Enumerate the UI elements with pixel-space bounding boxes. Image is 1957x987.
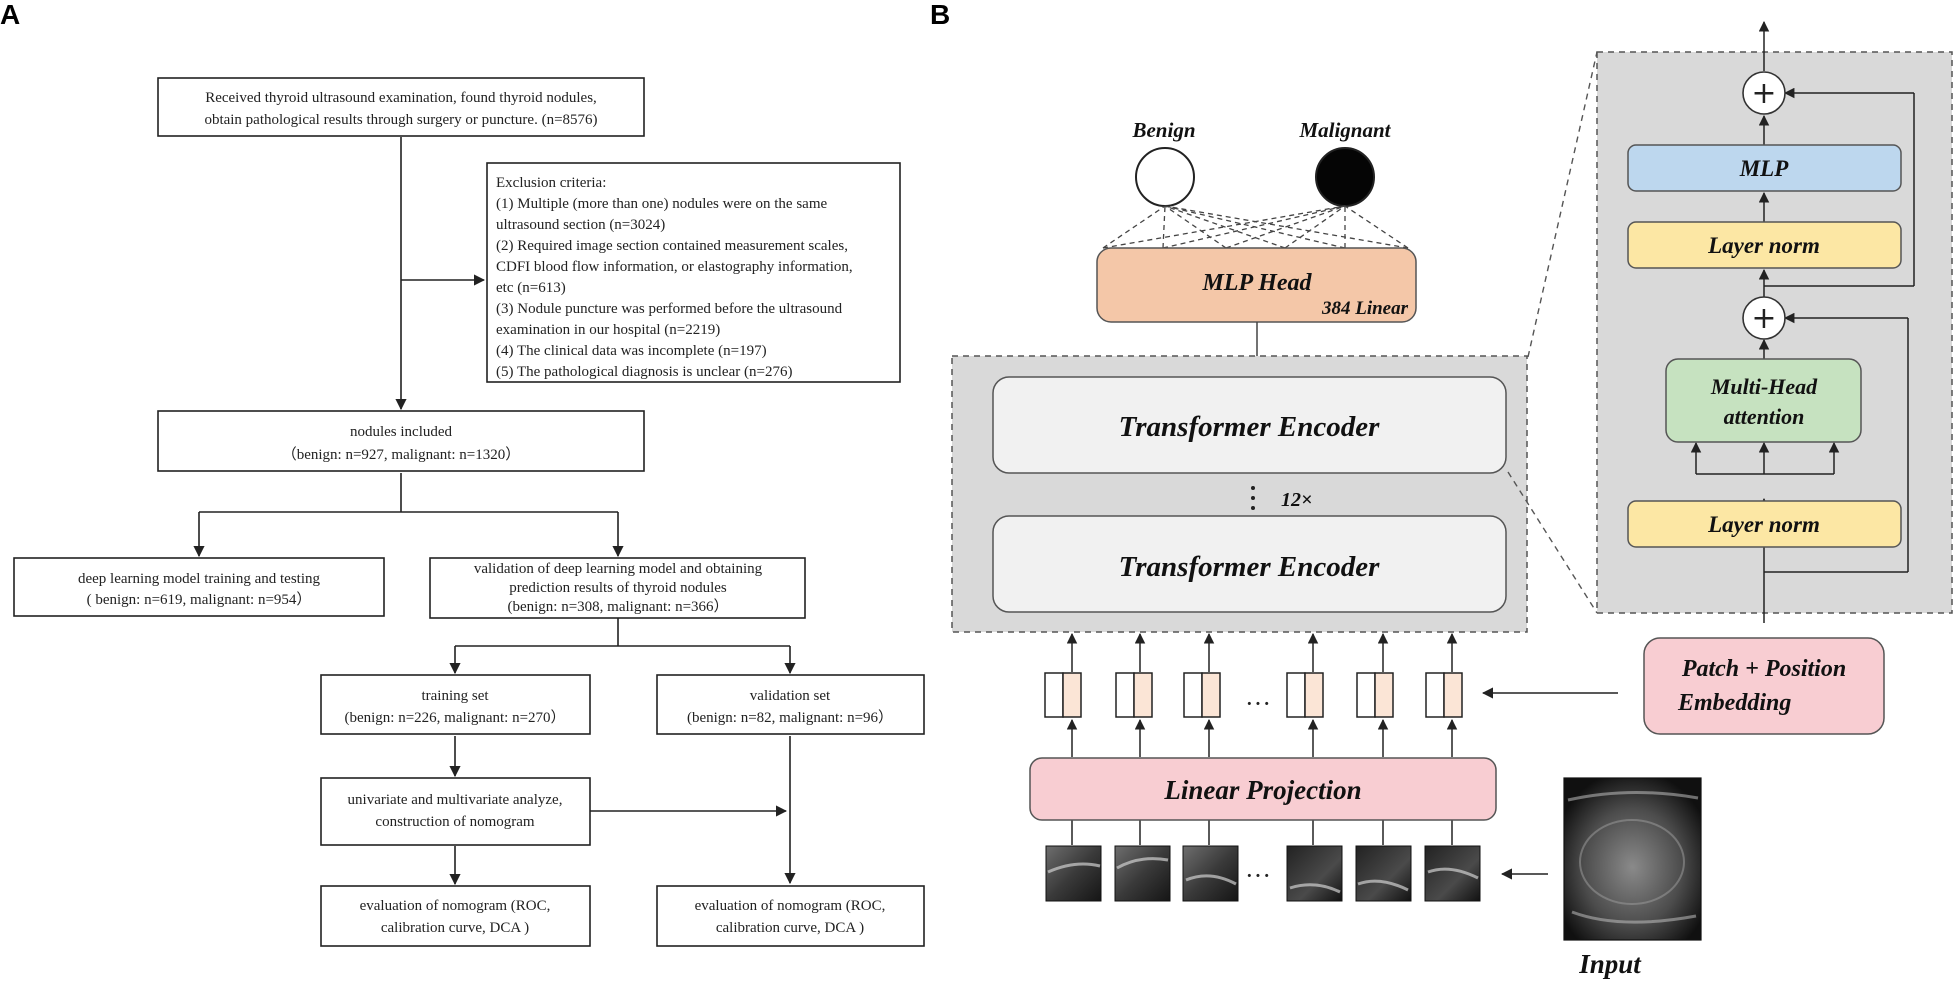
eval-right-line-1: evaluation of nomogram (ROC, (695, 898, 886, 914)
exclusion-line-6: etc (n=613) (496, 280, 566, 296)
included-line-1: nodules included (350, 424, 453, 440)
zoom-lines (1507, 51, 1598, 614)
residual-add-bottom-node (1742, 296, 1786, 340)
attention-line-1: Multi-Head (1710, 374, 1818, 399)
token-arrows (1066, 632, 1458, 845)
eval-right-line-2: calibration curve, DCA ) (716, 920, 864, 936)
mlp-label: MLP (1739, 156, 1790, 181)
layer-norm-bottom-label: Layer norm (1707, 512, 1820, 537)
exclusion-line-3: ultrasound section (n=3024) (496, 217, 665, 233)
patch-ellipsis: ··· (1245, 861, 1271, 890)
flowchart-arrows (193, 137, 796, 886)
validation-set-line-1: validation set (750, 688, 831, 704)
patch-position-embedding-box (1643, 637, 1885, 735)
panel-b-label: B (930, 0, 950, 30)
mlp-head-label: MLP Head (1201, 270, 1312, 296)
validation-dl-line-1: validation of deep learning model and ob… (474, 561, 763, 577)
repeat-label: 12× (1281, 489, 1312, 511)
exclusion-line-9: (4) The clinical data was incomplete (n=… (496, 343, 767, 359)
input-image-texture (1567, 791, 1699, 924)
eval-left-line-1: evaluation of nomogram (ROC, (360, 898, 551, 914)
exclusion-line-2: (1) Multiple (more than one) nodules wer… (496, 196, 827, 212)
exclusion-line-1: Exclusion criteria: (496, 175, 606, 191)
validation-dl-line-2: prediction results of thyroid nodules (509, 580, 727, 596)
exclusion-line-7: (3) Nodule puncture was performed before… (496, 301, 843, 317)
flowchart-boxes (13, 77, 925, 947)
training-set-line-1: training set (421, 688, 489, 704)
layer-norm-top-box (1627, 221, 1902, 269)
included-line-2: （benign: n=927, malignant: n=1320） (282, 446, 521, 463)
patch-embedding-line-2: Embedding (1677, 690, 1791, 716)
mlp-head-sublabel: 384 Linear (1321, 298, 1409, 319)
head-node-connections (1102, 205, 1409, 249)
layer-norm-bottom-box (1627, 500, 1902, 548)
malignant-node (1315, 147, 1375, 207)
benign-label: Benign (1131, 118, 1195, 142)
exclusion-line-8: examination in our hospital (n=2219) (496, 322, 720, 338)
attention-line-2: attention (1724, 404, 1805, 429)
exclusion-line-5: CDFI blood flow information, or elastogr… (496, 259, 853, 275)
dl-training-line-1: deep learning model training and testing (78, 571, 321, 587)
analyze-line-2: construction of nomogram (375, 814, 534, 830)
top-box-line-1: Received thyroid ultrasound examination,… (205, 90, 597, 106)
exclusion-line-4: (2) Required image section contained mea… (496, 238, 848, 254)
input-label: Input (1578, 949, 1642, 979)
benign-node (1135, 147, 1195, 207)
patch-image-highlights (1047, 857, 1479, 894)
encoder-top-label: Transformer Encoder (1119, 411, 1380, 443)
repeat-dots (1251, 486, 1255, 510)
analyze-line-1: univariate and multivariate analyze, (348, 792, 563, 808)
linear-projection-box (1029, 757, 1497, 821)
encoder-bottom-label: Transformer Encoder (1119, 551, 1380, 583)
flowchart-text: Received thyroid ultrasound examination,… (78, 90, 893, 936)
patch-embedding-line-1: Patch + Position (1681, 656, 1846, 682)
validation-dl-line-3: (benign: n=308, malignant: n=366） (507, 598, 728, 615)
patch-images (1045, 845, 1481, 902)
input-ultrasound-image (1563, 777, 1702, 941)
multi-head-attention-box (1665, 358, 1862, 443)
transformer-encoder-top (992, 376, 1507, 474)
top-box-line-2: obtain pathological results through surg… (204, 112, 597, 128)
token-ellipsis: ··· (1245, 689, 1271, 718)
plus-top-icon: + (1751, 76, 1776, 111)
eval-left-line-2: calibration curve, DCA ) (381, 920, 529, 936)
panel-a-label: A (0, 0, 20, 30)
dl-training-line-2: ( benign: n=619, malignant: n=954） (87, 591, 312, 608)
training-set-line-2: (benign: n=226, malignant: n=270） (344, 709, 565, 726)
malignant-label: Malignant (1298, 118, 1391, 142)
embedding-tokens (1044, 672, 1463, 718)
transformer-encoder-bottom (992, 515, 1507, 613)
residual-add-top-node (1742, 71, 1786, 115)
validation-set-line-2: (benign: n=82, malignant: n=96） (687, 709, 893, 726)
layer-norm-top-label: Layer norm (1707, 233, 1820, 258)
mlp-box (1627, 144, 1902, 192)
linear-projection-label: Linear Projection (1163, 775, 1361, 805)
plus-bottom-icon: + (1751, 301, 1776, 336)
exclusion-line-10: (5) The pathological diagnosis is unclea… (496, 364, 792, 380)
